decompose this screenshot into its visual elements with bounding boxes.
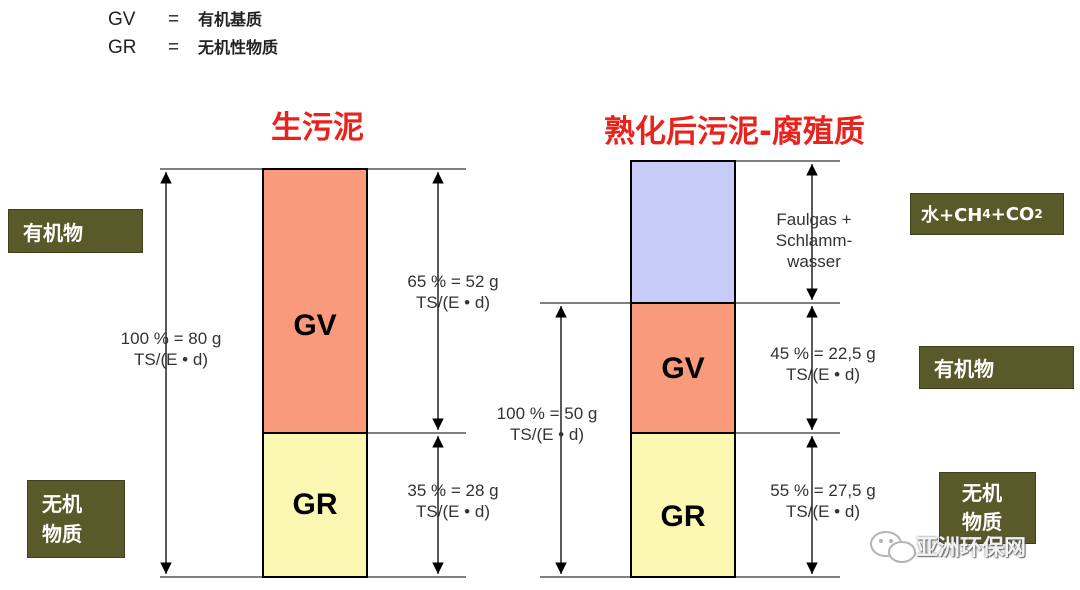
right-gas-segment xyxy=(630,160,736,304)
right-gr-line1: 55 % = 27,5 g xyxy=(770,481,876,500)
right-tag-gas-sub1: 4 xyxy=(982,207,991,221)
left-gr-line2: TS/(E • d) xyxy=(416,502,490,521)
left-total-label: 100 % = 80 g TS/(E • d) xyxy=(96,328,246,370)
left-gv-segment xyxy=(262,168,368,434)
watermark-chat-icon xyxy=(870,531,916,563)
right-gas-label: Faulgas + Schlamm- wasser xyxy=(754,209,874,272)
right-tag-organic: 有机物 xyxy=(919,346,1074,389)
left-tag-inorganic-line1: 无机 xyxy=(42,492,82,516)
right-gas-line3: wasser xyxy=(787,252,841,271)
legend-equals: = xyxy=(168,37,180,58)
left-tag-organic: 有机物 xyxy=(8,209,143,253)
legend-desc: 有机基质 xyxy=(198,12,263,29)
right-gv-value-label: 45 % = 22,5 g TS/(E • d) xyxy=(748,343,898,385)
left-gr-value-label: 35 % = 28 g TS/(E • d) xyxy=(378,480,528,522)
left-gr-label: GR xyxy=(292,488,338,521)
right-gr-line2: TS/(E • d) xyxy=(786,502,860,521)
left-tag-inorganic-line2: 物质 xyxy=(42,522,82,546)
right-total-line2: TS/(E • d) xyxy=(510,425,584,444)
legend-row-gv: GV = 有机基质 xyxy=(108,6,262,31)
right-gv-label: GV xyxy=(661,352,705,385)
right-tag-inorganic-line1: 无机 xyxy=(962,481,1002,505)
legend-code: GR xyxy=(108,37,137,58)
left-total-line1: 100 % = 80 g xyxy=(120,329,222,348)
left-tag-inorganic: 无机 物质 xyxy=(27,480,125,558)
legend-row-gr: GR = 无机性物质 xyxy=(108,34,278,59)
right-gr-value-label: 55 % = 27,5 g TS/(E • d) xyxy=(748,480,898,522)
right-gas-line1: Faulgas + xyxy=(776,210,852,229)
left-title: 生污泥 xyxy=(271,110,364,146)
right-gv-segment xyxy=(630,302,736,434)
right-tag-gas-a: 水+CH xyxy=(921,205,983,226)
right-tag-inorganic-line2: 物质 xyxy=(962,510,1002,534)
right-gas-line2: Schlamm- xyxy=(775,231,853,250)
right-tag-gas-b: +CO xyxy=(990,203,1035,225)
right-title: 熟化后污泥-腐殖质 xyxy=(604,114,865,150)
left-gv-label: GV xyxy=(293,309,337,342)
left-gv-line2: TS/(E • d) xyxy=(416,293,490,312)
right-gr-label: GR xyxy=(660,500,706,533)
left-total-line2: TS/(E • d) xyxy=(134,350,208,369)
right-tag-inorganic: 无机 物质 xyxy=(939,472,1036,544)
right-tag-gas-sub2: 2 xyxy=(1034,207,1043,221)
watermark-text: 亚洲环保网 xyxy=(916,536,1027,561)
left-tag-organic-text: 有机物 xyxy=(23,220,83,245)
left-gr-line1: 35 % = 28 g xyxy=(407,481,499,500)
right-tag-organic-text: 有机物 xyxy=(934,357,994,381)
legend-equals: = xyxy=(168,9,180,30)
left-gv-line1: 65 % = 52 g xyxy=(407,272,499,291)
legend-desc: 无机性物质 xyxy=(198,40,279,57)
right-gv-line1: 45 % = 22,5 g xyxy=(770,344,876,363)
left-gv-value-label: 65 % = 52 g TS/(E • d) xyxy=(378,271,528,313)
right-total-label: 100 % = 50 g TS/(E • d) xyxy=(472,403,622,445)
right-gv-line2: TS/(E • d) xyxy=(786,365,860,384)
right-gr-segment xyxy=(630,432,736,578)
right-total-line1: 100 % = 50 g xyxy=(496,404,598,423)
legend-code: GV xyxy=(108,9,136,30)
